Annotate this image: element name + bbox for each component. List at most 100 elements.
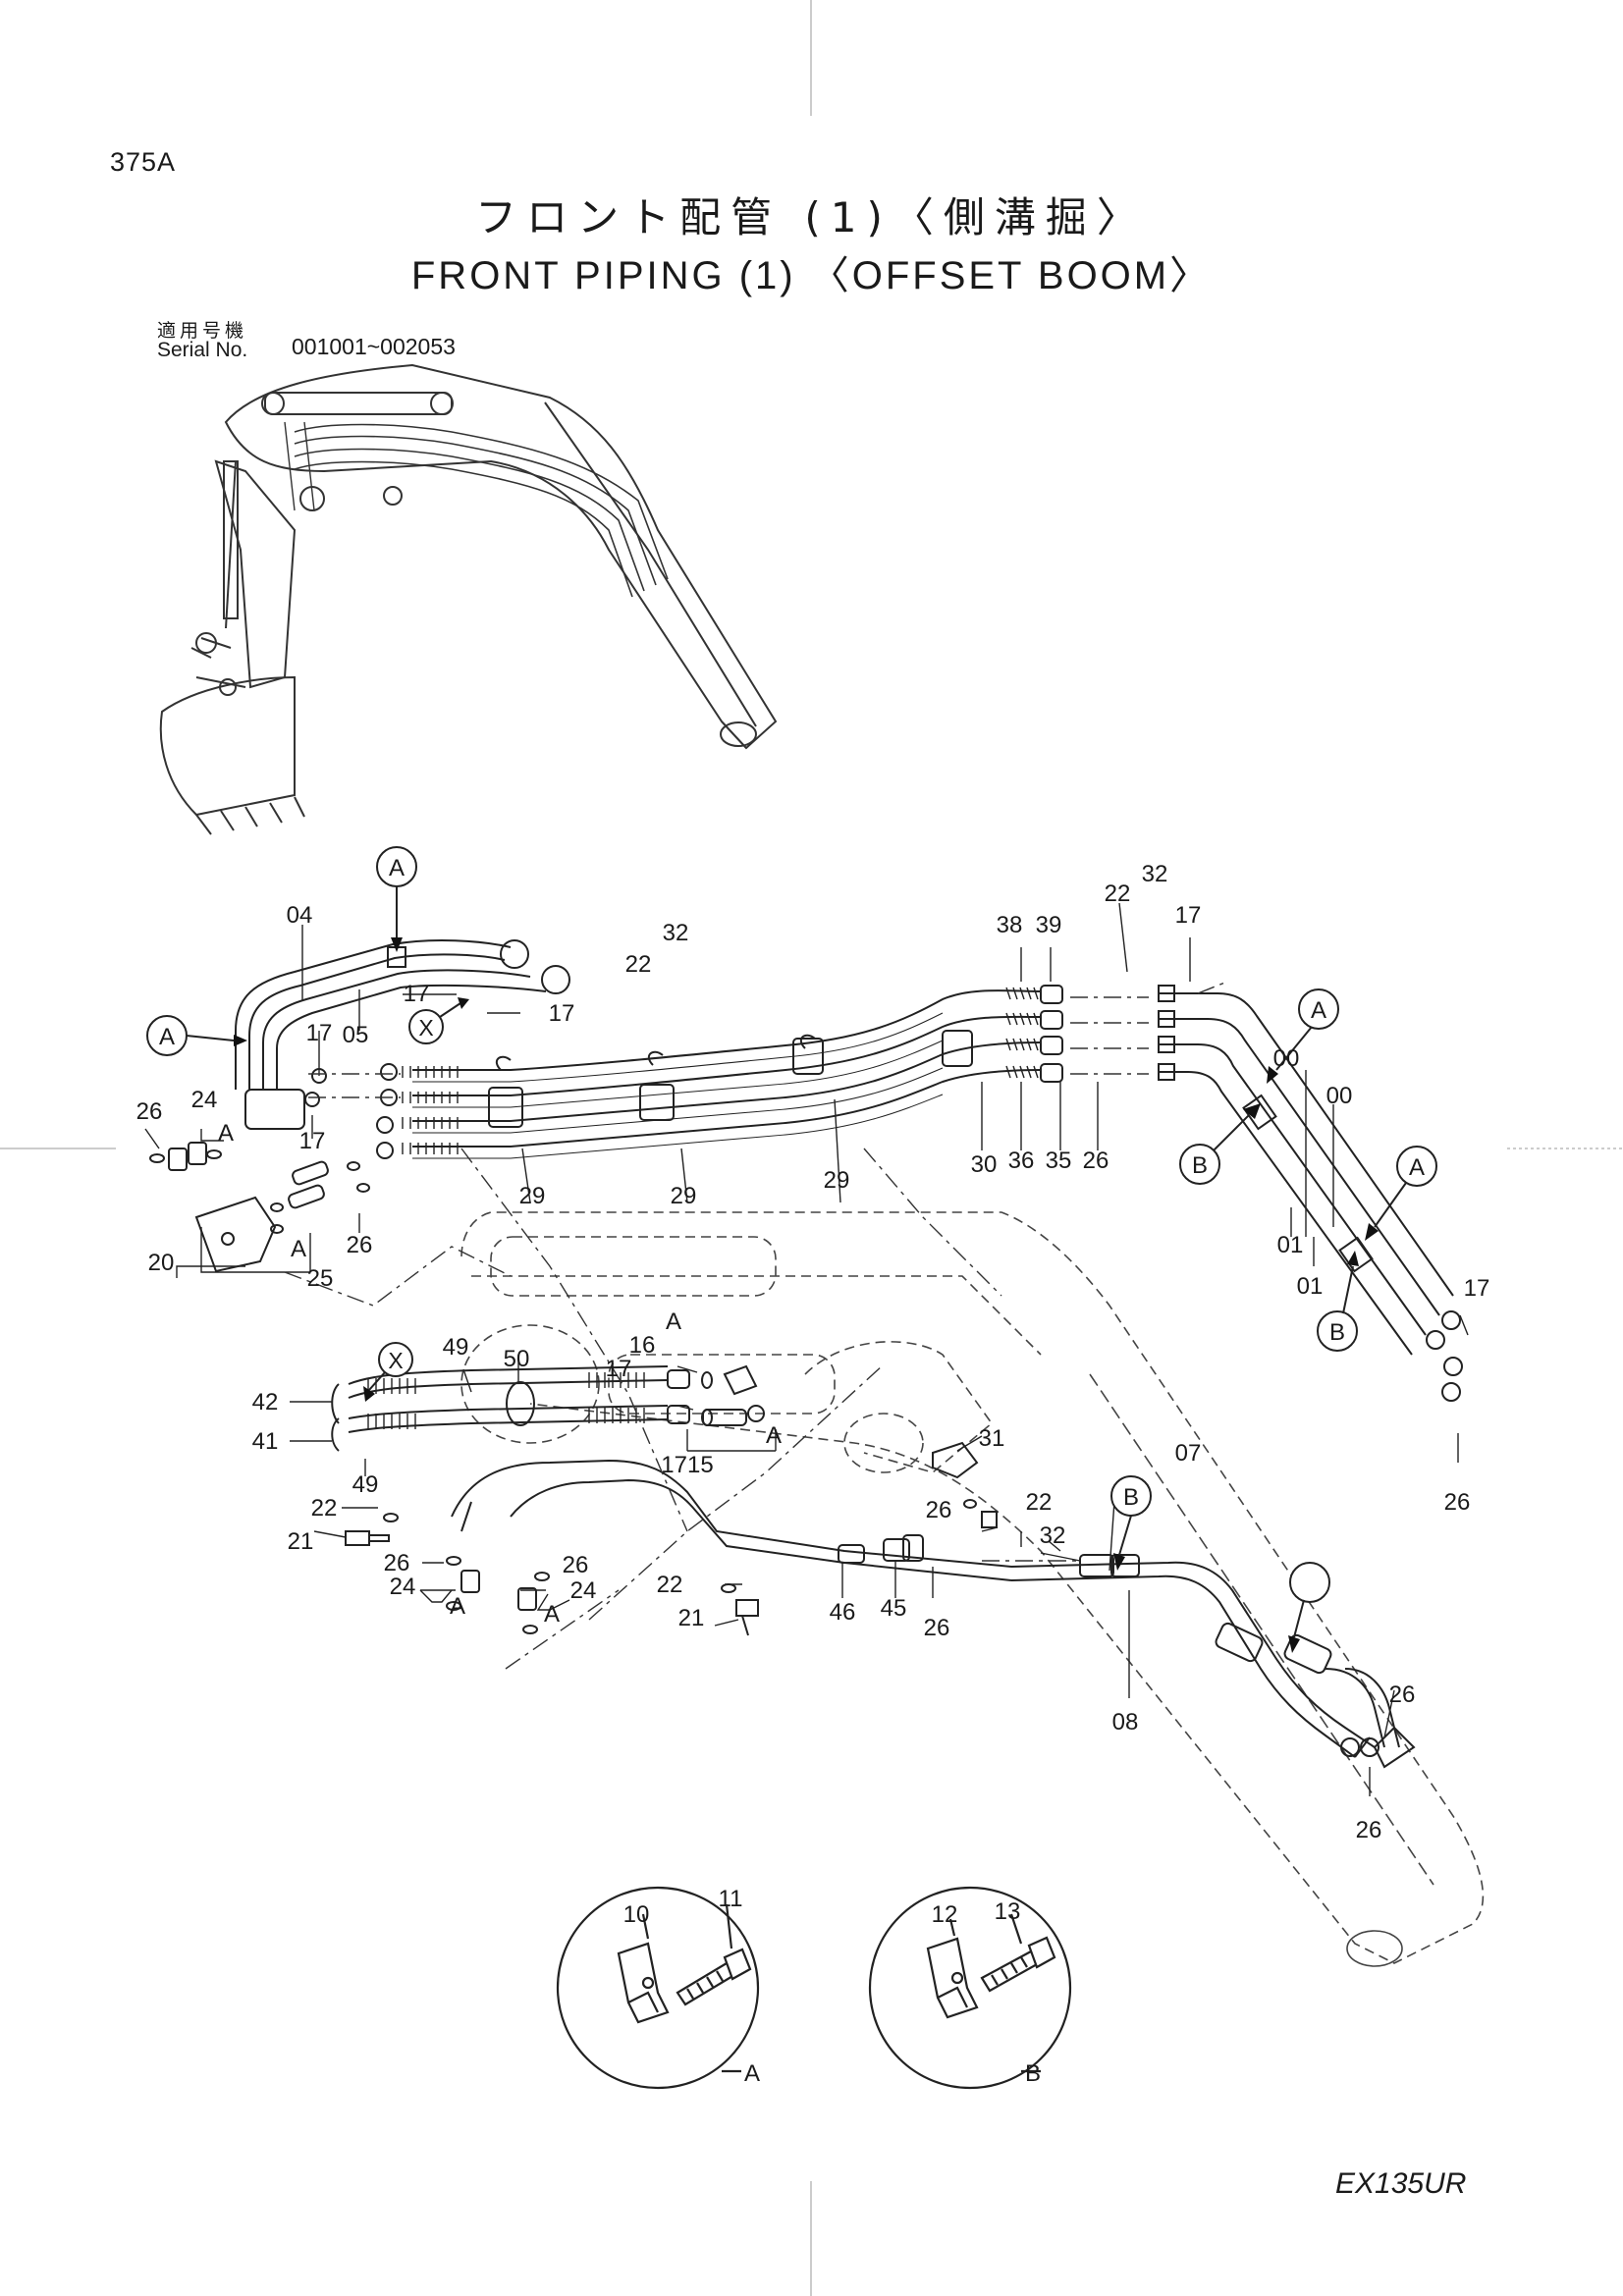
part-label: 17: [1175, 902, 1202, 929]
part-label: A: [218, 1120, 234, 1147]
part-label: 31: [979, 1425, 1005, 1452]
part-label: 20: [148, 1250, 175, 1276]
callout-b-right-lower-label: B: [1329, 1319, 1345, 1346]
callout-a-right-upper: A: [1275, 988, 1339, 1071]
lower-hose-run: [331, 1364, 1416, 1769]
part-label: 26: [1444, 1489, 1471, 1516]
leader-lines: [144, 902, 1469, 1796]
callout-a-left: A: [146, 1015, 235, 1056]
callout-b-right-upper: B: [1179, 1114, 1250, 1185]
part-label: 17: [549, 1000, 575, 1027]
callout-x-top: X: [408, 1000, 464, 1044]
part-label: 38: [997, 912, 1023, 938]
part-label: 22: [311, 1495, 338, 1522]
part-label: 26: [1083, 1148, 1109, 1174]
part-label: 00: [1326, 1083, 1353, 1109]
part-label: 17: [306, 1020, 333, 1046]
callout-b-lower-right: [1289, 1562, 1330, 1638]
part-label: 26: [1356, 1817, 1382, 1843]
part-label: 16: [629, 1332, 656, 1359]
part-label: 42: [252, 1389, 279, 1415]
callout-a-right-lower-label: A: [1409, 1154, 1425, 1181]
part-label: 17: [1464, 1275, 1490, 1302]
part-label: 45: [881, 1595, 907, 1622]
title-english: FRONT PIPING (1) 〈OFFSET BOOM〉: [410, 254, 1213, 297]
detail-b-part-bolt: 13: [995, 1898, 1021, 1925]
part-label: 36: [1008, 1148, 1035, 1174]
upper-hose-run: [149, 939, 1463, 1402]
part-label: 26: [924, 1615, 950, 1641]
callout-b-right-lower: B: [1317, 1265, 1358, 1352]
part-label: 22: [1026, 1489, 1053, 1516]
callout-a-top: A: [376, 846, 417, 937]
part-label: 49: [443, 1334, 469, 1361]
part-label: 21: [678, 1605, 705, 1631]
part-label: 22: [657, 1572, 683, 1598]
part-label: A: [291, 1236, 306, 1262]
callout-x-top-label: X: [418, 1015, 433, 1041]
detail-a-label: A: [744, 2060, 760, 2087]
detail-b-label: B: [1025, 2060, 1041, 2087]
boom-outline-dashed: [460, 1211, 1485, 1967]
callout-arrowheads: [234, 937, 1379, 1653]
part-label: 26: [1389, 1682, 1416, 1708]
part-label: A: [766, 1422, 782, 1449]
callout-b-right-upper-label: B: [1192, 1152, 1208, 1179]
part-label: 49: [352, 1471, 379, 1498]
part-label: 32: [1142, 861, 1168, 887]
part-label: 24: [390, 1574, 416, 1600]
part-label: 50: [504, 1346, 530, 1372]
part-label: 29: [519, 1183, 546, 1209]
part-label: 26: [926, 1497, 952, 1523]
part-label: 26: [563, 1552, 589, 1578]
detail-view-a: [556, 1886, 760, 2090]
main-hoses: [412, 989, 1042, 1159]
part-label: 29: [824, 1167, 850, 1194]
serial-label: Serial No.: [157, 339, 248, 361]
part-label: 21: [288, 1528, 314, 1555]
detail-view-b: [868, 1886, 1072, 2090]
callout-a-top-label: A: [389, 855, 405, 881]
detail-a-part-clamp: 10: [623, 1901, 650, 1928]
part-label: 17: [299, 1128, 326, 1154]
part-label: 32: [1040, 1522, 1066, 1549]
callout-b-mid-label: B: [1123, 1484, 1139, 1511]
part-label: 46: [830, 1599, 856, 1626]
part-label: A: [666, 1308, 681, 1335]
dash-dot-lines: [284, 981, 1228, 1670]
part-labels: 04 05 17 17 17 17 22 32 26 24 A A 20 25 …: [136, 861, 1490, 1843]
callout-x-lower-label: X: [388, 1348, 403, 1373]
part-label: 08: [1112, 1709, 1139, 1735]
part-label: 35: [1046, 1148, 1072, 1174]
part-label: 01: [1297, 1273, 1324, 1300]
part-label: 26: [384, 1550, 410, 1576]
part-label: 26: [347, 1232, 373, 1258]
part-label: A: [544, 1601, 560, 1628]
part-label: 17: [606, 1356, 632, 1382]
part-label: 04: [287, 902, 313, 929]
serial-label-japanese: 適用号機: [157, 320, 248, 342]
part-label: 41: [252, 1428, 279, 1455]
part-label: 32: [663, 920, 689, 946]
detail-b-part-clamp: 12: [932, 1901, 958, 1928]
part-label: 26: [136, 1098, 163, 1125]
part-label: 22: [1105, 881, 1131, 907]
part-label: 05: [343, 1022, 369, 1048]
serial-range: 001001~002053: [292, 334, 456, 359]
model-number: EX135UR: [1335, 2167, 1467, 2200]
callout-a-left-label: A: [159, 1024, 175, 1050]
part-label: 17: [404, 981, 430, 1007]
title-japanese: フロント配管 (1)〈側溝掘〉: [475, 193, 1148, 241]
part-label: 1715: [661, 1452, 713, 1478]
part-label: 00: [1273, 1045, 1300, 1072]
callout-a-right-lower: A: [1374, 1146, 1437, 1228]
part-label: 29: [671, 1183, 697, 1209]
part-label: 39: [1036, 912, 1062, 938]
part-label: A: [450, 1593, 465, 1620]
part-label: 30: [971, 1151, 998, 1178]
part-label: 07: [1175, 1440, 1202, 1467]
callout-x-lower: X: [368, 1342, 413, 1391]
part-label: 24: [191, 1087, 218, 1113]
part-label: 01: [1277, 1232, 1304, 1258]
